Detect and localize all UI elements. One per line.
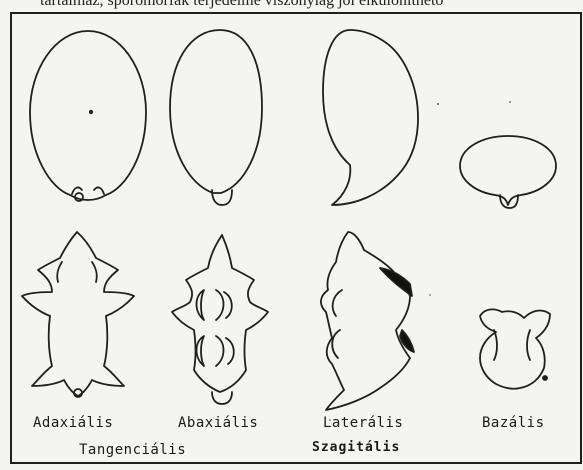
label-szagitalis: Szagitális <box>312 440 400 455</box>
label-bazalis: Bazális <box>482 415 545 431</box>
seed-basal-section <box>480 309 550 388</box>
seed-abaxial-view <box>170 30 262 205</box>
label-lateralis: Laterális <box>323 415 403 431</box>
label-tangencialis: Tangenciális <box>79 442 186 458</box>
seed-adaxial-view <box>30 31 146 201</box>
figure-frame <box>11 13 581 463</box>
seed-tangential-adaxial-section <box>22 232 134 397</box>
header-text-fragment: tartalmaz, sporomorfák terjedelme viszon… <box>40 0 443 10</box>
seed-sagittal-lateral-section <box>321 232 414 410</box>
seed-basal-view <box>460 136 556 208</box>
label-abaxialis: Abaxiális <box>178 415 258 431</box>
label-adaxialis: Adaxiális <box>33 415 113 431</box>
seed-tangential-abaxial-section <box>172 235 268 404</box>
seed-lateral-view <box>323 30 418 205</box>
